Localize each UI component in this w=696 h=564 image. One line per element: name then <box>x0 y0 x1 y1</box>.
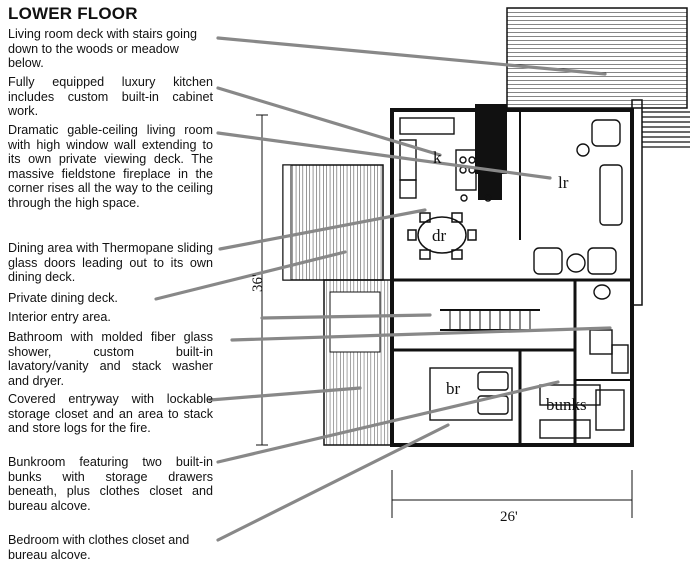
house-walls <box>390 108 634 447</box>
dimension-height-label: 36' <box>250 274 266 292</box>
caption-living-room-deck: Living room deck with stairs going down … <box>8 27 197 71</box>
leader-covered-entry <box>208 386 362 402</box>
leader-entry <box>260 313 432 320</box>
covered-entryway <box>323 279 393 446</box>
leader-bedroom <box>216 423 450 542</box>
leader-kitchen <box>216 86 442 157</box>
dimension-height <box>256 114 268 446</box>
interior-stairs <box>449 310 531 330</box>
caption-bedroom: Bedroom with clothes closet and bureau a… <box>8 533 190 562</box>
leader-bath <box>230 326 612 342</box>
fireplace <box>475 104 507 174</box>
caption-covered-entryway: Covered entryway with lockable storage c… <box>8 392 213 436</box>
dining-table <box>407 212 477 260</box>
bedroom-bed <box>429 367 513 421</box>
bunk-beds <box>539 384 625 439</box>
caption-kitchen: Fully equipped luxury kitchen includes c… <box>8 75 213 119</box>
caption-bunkroom: Bunkroom featuring two built-in bunks wi… <box>8 455 213 513</box>
room-label-kitchen: k <box>433 148 442 167</box>
caption-living-room: Dramatic gable-ceiling living room with … <box>8 123 213 210</box>
caption-entry-area: Interior entry area. <box>8 310 111 324</box>
bathroom-fixtures <box>589 284 629 374</box>
leader-living <box>216 131 552 180</box>
room-label-bedroom: br <box>446 379 461 398</box>
living-room-deck <box>506 7 688 306</box>
caption-dining-area: Dining area with Thermopane sliding glas… <box>8 241 213 285</box>
caption-bathroom: Bathroom with molded fiber glass shower,… <box>8 330 213 388</box>
leader-dining-deck <box>154 250 347 301</box>
room-label-bunks: bunks <box>546 395 587 414</box>
leader-dining <box>218 208 427 251</box>
room-label-living: lr <box>558 173 569 192</box>
leader-bunk <box>216 380 560 464</box>
deck-stairs <box>642 111 690 148</box>
dimension-width <box>391 470 633 518</box>
living-room-furniture <box>533 119 623 275</box>
plan-title: LOWER FLOOR <box>8 4 138 23</box>
leader-deck <box>216 36 607 76</box>
dimension-width-label: 26' <box>500 509 518 525</box>
leader-lines <box>154 36 612 542</box>
caption-dining-deck: Private dining deck. <box>8 291 118 305</box>
room-label-dining: dr <box>432 226 447 245</box>
